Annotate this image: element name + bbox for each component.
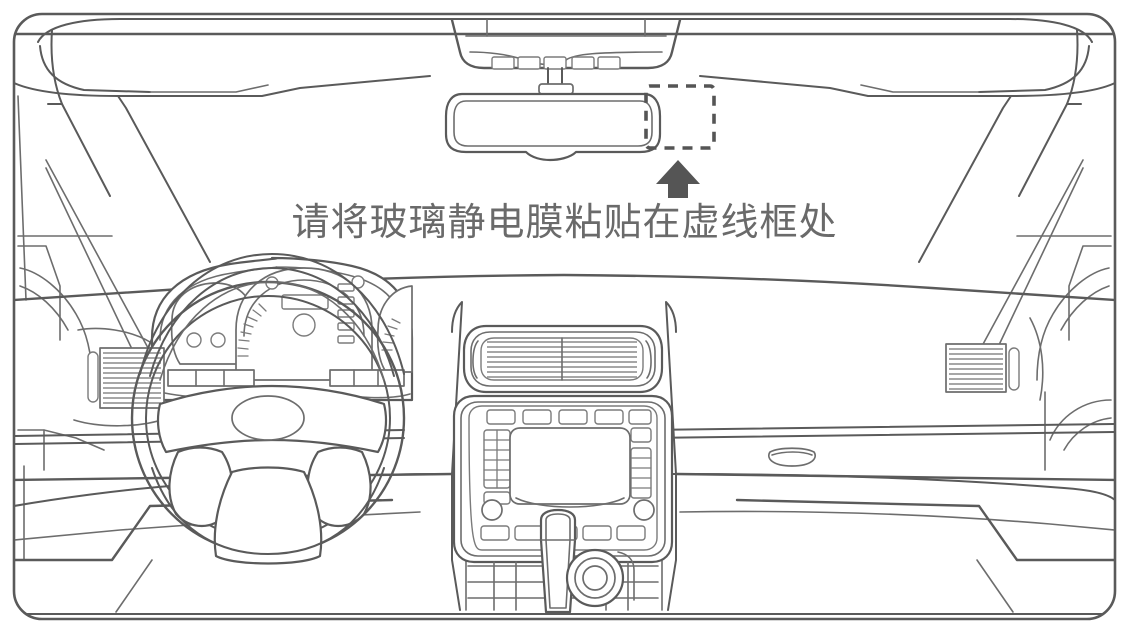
instrument-cluster	[150, 256, 414, 402]
radio-navigation-head-unit	[452, 394, 674, 564]
windshield	[17, 95, 27, 301]
head-unit-left-knob	[481, 499, 503, 521]
rearview-mirror	[444, 92, 662, 162]
steering-wheel	[130, 253, 406, 565]
right-a-pillar	[918, 29, 1084, 371]
console-rotary-knob	[565, 548, 635, 608]
head-unit-display-screen	[509, 427, 631, 508]
glovebox-handle	[768, 447, 816, 467]
right-side-air-vent	[945, 317, 1044, 401]
head-unit-right-knob	[633, 499, 655, 521]
head-unit-top-buttons[interactable]	[486, 409, 652, 425]
left-a-pillar	[45, 29, 211, 371]
instruction-label: 请将玻璃静电膜粘贴在虚线框处	[291, 202, 838, 244]
placement-target-dashed-box	[644, 84, 716, 150]
head-unit-right-buttons[interactable]	[630, 427, 652, 499]
overhead-console	[450, 18, 682, 70]
mirror-stalk	[538, 67, 574, 95]
horn-pad	[231, 395, 305, 441]
left-door-panel	[17, 235, 113, 561]
center-air-vent	[462, 324, 664, 394]
right-door-panel	[1016, 235, 1112, 471]
pointer-arrow-up-icon	[656, 160, 700, 198]
head-unit-left-buttons[interactable]	[483, 429, 511, 505]
gear-shift-lever	[539, 508, 577, 614]
